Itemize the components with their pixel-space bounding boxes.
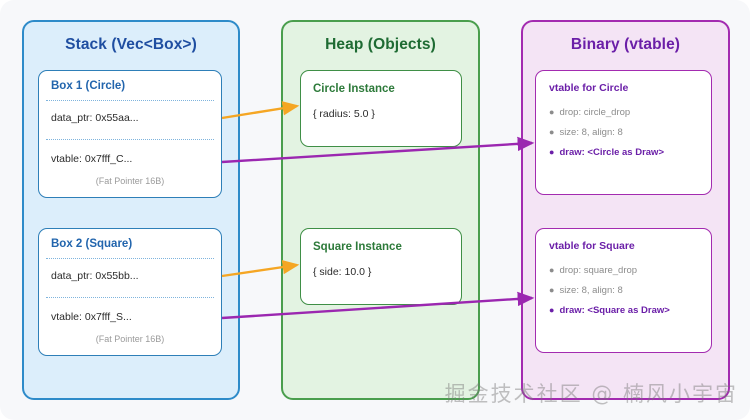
heap-square-instance-header: Square Instance	[313, 241, 402, 253]
divider	[46, 139, 214, 140]
bullet-icon: ●	[549, 265, 555, 275]
panel-heap-title: Heap (Objects)	[325, 36, 436, 53]
divider	[46, 100, 214, 101]
vtable-square-row-draw: ● draw: <Square as Draw>	[549, 305, 670, 316]
stack-box-2-header: Box 2 (Square)	[51, 238, 133, 250]
stack-box-2-data-ptr: data_ptr: 0x55bb...	[51, 270, 139, 282]
vtable-square-row-drop: ● drop: square_drop	[549, 265, 637, 276]
vtable-square-row-draw-text: draw: <Square as Draw>	[559, 305, 670, 316]
stack-box-1-header: Box 1 (Circle)	[51, 80, 126, 92]
bullet-icon: ●	[549, 305, 555, 315]
stack-box-1-card[interactable]: Box 1 (Circle) data_ptr: 0x55aa... vtabl…	[38, 70, 222, 198]
vtable-circle-row-size-text: size: 8, align: 8	[559, 127, 623, 138]
vtable-circle-row-draw-text: draw: <Circle as Draw>	[559, 147, 664, 158]
heap-circle-instance-header: Circle Instance	[313, 83, 395, 95]
panel-stack-title: Stack (Vec<Box>)	[65, 36, 197, 53]
heap-circle-instance-body: { radius: 5.0 }	[313, 108, 375, 120]
bullet-icon: ●	[549, 147, 555, 157]
watermark: 掘金技术社区 @ 楠风小宇宙	[444, 382, 738, 406]
stack-box-1-data-ptr: data_ptr: 0x55aa...	[51, 112, 139, 124]
bullet-icon: ●	[549, 107, 555, 117]
vtable-square-row-size-text: size: 8, align: 8	[559, 285, 623, 296]
vtable-square-card[interactable]: vtable for Square ● drop: square_drop ● si…	[535, 228, 712, 353]
vtable-circle-card[interactable]: vtable for Circle ● drop: circle_drop ● si…	[535, 70, 712, 195]
bullet-icon: ●	[549, 285, 555, 295]
panel-binary-title: Binary (vtable)	[570, 36, 681, 53]
vtable-circle-row-size: ● size: 8, align: 8	[549, 127, 623, 138]
vtable-circle-row-drop: ● drop: circle_drop	[549, 107, 630, 118]
stack-box-2-vtable-ptr: vtable: 0x7fff_S...	[51, 311, 132, 323]
heap-circle-instance-card[interactable]: Circle Instance { radius: 5.0 }	[300, 70, 462, 147]
divider	[46, 258, 214, 259]
heap-square-instance-body: { side: 10.0 }	[313, 266, 372, 278]
stack-box-1-vtable-ptr: vtable: 0x7fff_C...	[51, 153, 133, 165]
stack-box-2-note: (Fat Pointer 16B)	[95, 334, 165, 344]
stack-box-1-note: (Fat Pointer 16B)	[95, 176, 165, 186]
stack-box-2-card[interactable]: Box 2 (Square) data_ptr: 0x55bb... vtabl…	[38, 228, 222, 356]
vtable-square-row-drop-text: drop: square_drop	[559, 265, 638, 276]
vtable-square-row-size: ● size: 8, align: 8	[549, 285, 623, 296]
divider	[46, 297, 214, 298]
vtable-circle-header: vtable for Circle	[549, 82, 629, 94]
vtable-circle-row-drop-text: drop: circle_drop	[559, 107, 631, 118]
heap-square-instance-card[interactable]: Square Instance { side: 10.0 }	[300, 228, 462, 305]
vtable-circle-row-draw: ● draw: <Circle as Draw>	[549, 147, 664, 158]
vtable-square-header: vtable for Square	[549, 240, 635, 252]
bullet-icon: ●	[549, 127, 555, 137]
